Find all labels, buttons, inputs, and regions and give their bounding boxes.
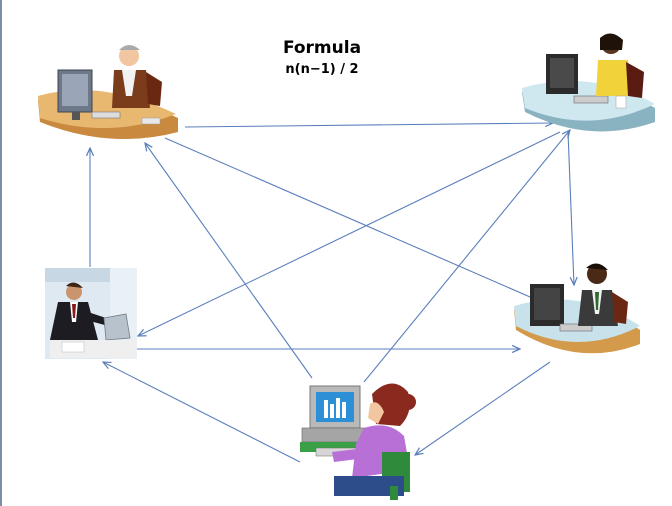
edge-bottom-topleft [145, 143, 313, 379]
connection-lines [90, 123, 574, 463]
edge-topright-midright [567, 131, 574, 285]
left-border [0, 0, 2, 506]
formula-expression: n(n−1) / 2 [285, 62, 359, 77]
edge-midright-bottom [415, 361, 551, 455]
man-at-computer-icon [514, 263, 640, 354]
edge-bottom-topright [363, 130, 570, 383]
edge-bottom-midleft [103, 362, 301, 463]
formula-title: Formula [282, 38, 362, 58]
edge-topleft-topright [184, 123, 553, 128]
woman-at-computer-icon [522, 33, 655, 132]
edge-topleft-midright [164, 137, 553, 307]
office-worker-desk-icon [38, 45, 178, 140]
woman-at-computer-icon [300, 383, 416, 500]
edge-topright-midleft [138, 131, 561, 336]
businessman-at-laptop-icon [45, 268, 137, 359]
